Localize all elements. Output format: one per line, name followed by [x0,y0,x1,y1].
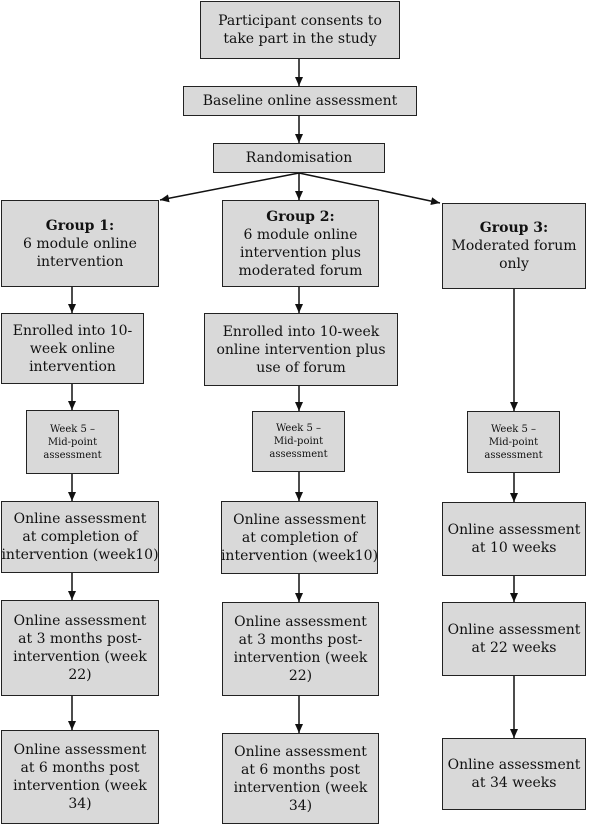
group2-6month-box: Online assessment at 6 months post inter… [222,733,379,824]
group1-completion-box: Online assessment at completion of inter… [1,501,159,573]
group1-3month-box: Online assessment at 3 months post- inte… [1,600,159,696]
arrow-rand-group3 [298,172,441,206]
group3-midpoint-box: Week 5 – Mid-point assessment [467,411,560,473]
group3-box: Group 3: Moderated forum only [442,203,586,289]
baseline-assessment-box: Baseline online assessment [183,86,417,116]
group2-enrolled-box: Enrolled into 10-week online interventio… [204,313,398,386]
randomisation-box: Randomisation [213,143,385,173]
consent-box: Participant consents to take part in the… [200,1,400,59]
group3-34weeks-box: Online assessment at 34 weeks [442,738,586,810]
group3-10weeks-box: Online assessment at 10 weeks [442,502,586,576]
group1-box: Group 1: 6 module online intervention [1,200,159,287]
group1-enrolled-box: Enrolled into 10- week online interventi… [1,313,144,384]
group2-completion-box: Online assessment at completion of inter… [221,501,378,574]
group2-box: Group 2: 6 module online intervention pl… [222,200,379,287]
group2-midpoint-box: Week 5 – Mid-point assessment [252,411,345,472]
group1-6month-box: Online assessment at 6 months post inter… [1,730,159,824]
arrow-rand-group1 [159,172,300,203]
group3-22weeks-box: Online assessment at 22 weeks [442,602,586,676]
group1-midpoint-box: Week 5 – Mid-point assessment [26,410,119,474]
group2-3month-box: Online assessment at 3 months post- inte… [222,602,379,696]
